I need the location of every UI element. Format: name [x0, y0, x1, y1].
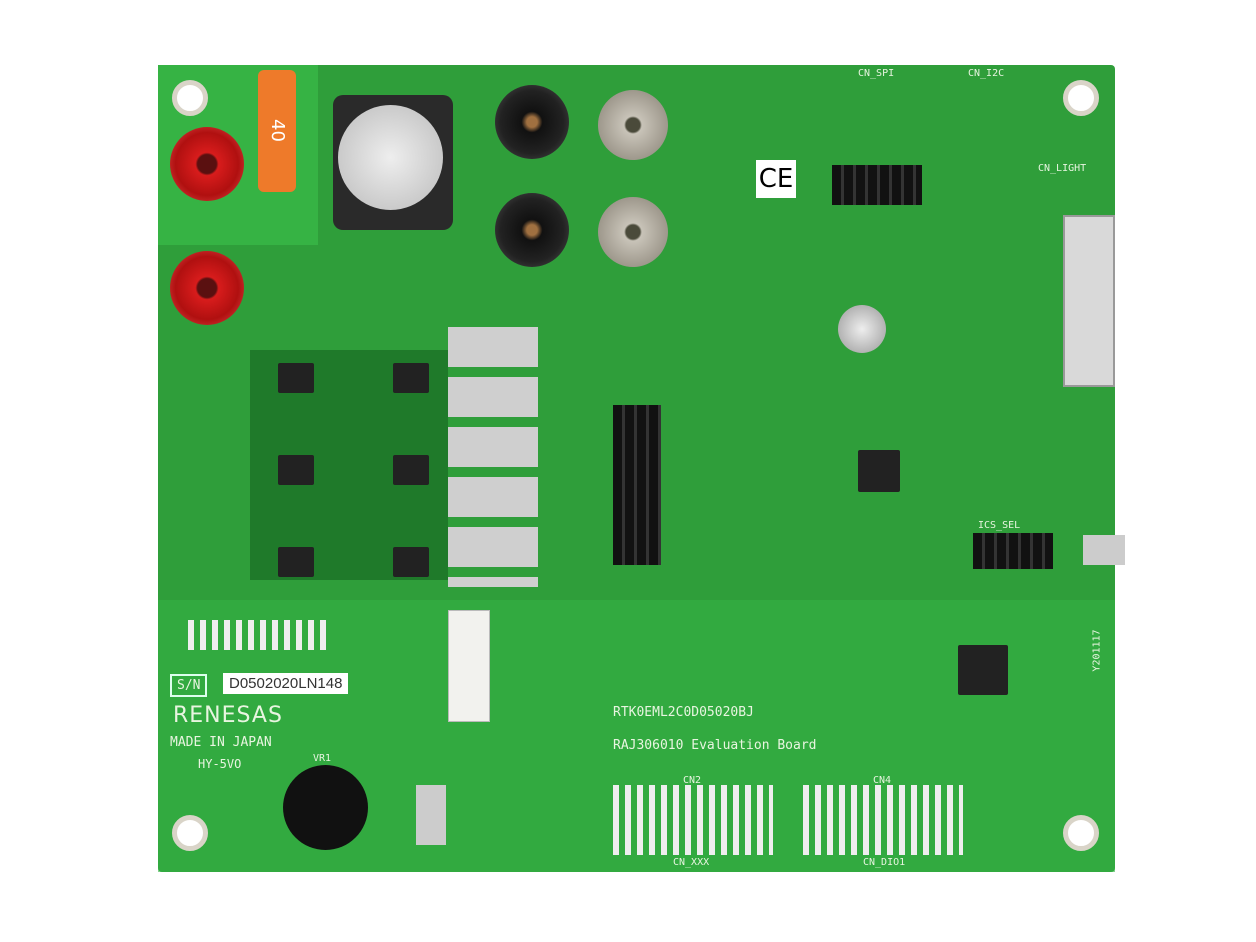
serial-label: S/N: [170, 674, 208, 697]
mosfet-q1: [278, 547, 314, 577]
date-code: Y201117: [1091, 629, 1103, 672]
usb-connector[interactable]: [1083, 535, 1125, 565]
small-capacitor: [838, 305, 886, 353]
potentiometer-vr1[interactable]: [283, 765, 368, 850]
mounting-hole: [172, 80, 208, 116]
red-terminal[interactable]: [170, 251, 244, 325]
mosfet-q2: [393, 547, 429, 577]
ce-mark: CE: [756, 160, 796, 198]
silk-ics-sel: ICS_SEL: [978, 520, 1021, 531]
serial-number-sticker: D0502020LN148: [223, 673, 349, 694]
cn2-header[interactable]: [613, 785, 773, 855]
red-terminal[interactable]: [170, 127, 244, 201]
screw-terminal[interactable]: [598, 90, 668, 160]
made-in-label: MADE IN JAPAN: [170, 735, 272, 750]
usb-bridge-chip: [958, 645, 1008, 695]
silk-cn4: CN4: [873, 775, 892, 786]
black-terminal[interactable]: [495, 85, 569, 159]
silk-cn2: CN2: [683, 775, 702, 786]
ics-sel-jumper[interactable]: [973, 533, 1053, 569]
mosfet-q4: [393, 455, 429, 485]
screw-terminal[interactable]: [598, 197, 668, 267]
silk-cn-xxx: CN_XXX: [673, 857, 710, 868]
mounting-hole: [1063, 80, 1099, 116]
silk-cn-light: CN_LIGHT: [1038, 163, 1087, 174]
toggle-switch[interactable]: [416, 785, 446, 845]
ul-mark: HY-5VO: [198, 757, 242, 771]
mcu-chip: [858, 450, 900, 492]
pcb-board: 40 CE S/N D0502020LN148 RENESAS MADE IN …: [158, 65, 1125, 872]
mounting-hole: [1063, 815, 1099, 851]
silk-vr1: VR1: [313, 753, 332, 764]
silk-cn-spi: CN_SPI: [858, 68, 895, 79]
white-connector[interactable]: [448, 610, 490, 722]
shunt-resistors: [448, 327, 538, 587]
renesas-logo: RENESAS: [173, 703, 283, 728]
electrolytic-capacitor: [338, 105, 443, 210]
silk-cn-i2c: CN_I2C: [968, 68, 1005, 79]
fuse: 40: [258, 70, 296, 192]
silk-cn-dio1: CN_DIO1: [863, 857, 906, 868]
mosfet-q6: [393, 363, 429, 393]
test-pads: [188, 620, 328, 650]
board-name: RAJ306010 Evaluation Board: [613, 738, 817, 753]
black-terminal[interactable]: [495, 193, 569, 267]
mosfet-q3: [278, 455, 314, 485]
cn4-header[interactable]: [803, 785, 963, 855]
box-header-connector[interactable]: [1063, 215, 1115, 387]
cn-spi-header[interactable]: [832, 165, 922, 205]
pin-header[interactable]: [613, 405, 661, 565]
mounting-hole: [172, 815, 208, 851]
fuse-rating: 40: [266, 119, 288, 142]
part-number: RTK0EML2C0D05020BJ: [613, 705, 754, 720]
mosfet-q5: [278, 363, 314, 393]
